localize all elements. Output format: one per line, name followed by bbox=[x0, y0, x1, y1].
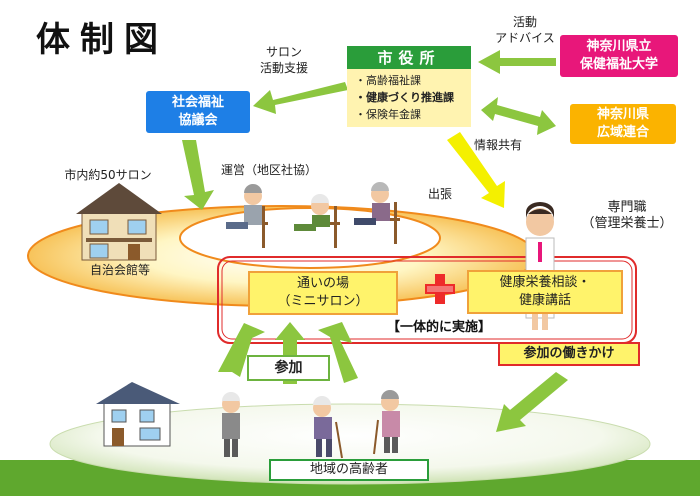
page-title: 体制図 bbox=[36, 20, 168, 60]
seated-elderly-2 bbox=[294, 194, 340, 248]
integration-frame bbox=[217, 256, 637, 344]
arrow-participate-right bbox=[318, 322, 358, 383]
arrow-participate-center bbox=[275, 322, 305, 384]
arrow-outreach bbox=[496, 372, 568, 432]
standing-elderly-2 bbox=[313, 396, 343, 459]
city-hall-header: 市役所 bbox=[347, 46, 471, 69]
label-salon-support: サロン 活動支援 bbox=[259, 45, 308, 75]
plus-icon bbox=[425, 274, 455, 304]
dept-item: ・健康づくり推進課 bbox=[355, 91, 454, 104]
gathering-place-box: 通いの場 （ミニサロン） bbox=[248, 271, 398, 315]
arrow-city-union bbox=[481, 97, 556, 135]
label-community-hall: 自治会館等 bbox=[89, 263, 150, 277]
kanagawa-university-label: 神奈川県立 保健福祉大学 bbox=[579, 39, 658, 72]
label-specialist: 専門職 （管理栄養士） bbox=[581, 200, 673, 231]
label-operation: 運営（地区社協） bbox=[220, 163, 317, 177]
social-welfare-council-box: 社会福祉 協議会 bbox=[146, 91, 250, 133]
seated-elderly-1 bbox=[226, 184, 268, 248]
chair-ellipse bbox=[179, 207, 441, 269]
dept-item: ・高齢福祉課 bbox=[355, 74, 421, 87]
arrow-shakyo-to-salon bbox=[182, 140, 214, 210]
dept-item: ・保険年金課 bbox=[355, 108, 421, 121]
kanagawa-union-label: 神奈川県 広域連合 bbox=[596, 107, 649, 140]
label-salon-count: 市内約50サロン bbox=[64, 168, 152, 182]
label-activity-advice: 活動 アドバイス bbox=[495, 15, 555, 45]
local-elderly-box: 地域の高齢者 bbox=[269, 459, 429, 481]
health-consultation-label: 健康栄養相談・ 健康講話 bbox=[499, 275, 591, 308]
arrow-city-to-specialist bbox=[447, 132, 505, 208]
house-icon bbox=[96, 382, 180, 447]
arrow-univ-to-city bbox=[478, 50, 556, 74]
outreach-box: 参加の働きかけ bbox=[498, 342, 640, 366]
kanagawa-university-box: 神奈川県立 保健福祉大学 bbox=[560, 35, 678, 77]
standing-elderly-1 bbox=[222, 392, 240, 457]
integrated-implementation-label: 【一体的に実施】 bbox=[386, 320, 491, 335]
label-dispatch: 出張 bbox=[427, 187, 452, 201]
standing-elderly-3 bbox=[373, 390, 400, 455]
arrow-participate-left bbox=[218, 323, 265, 377]
arrow-city-to-shakyo bbox=[253, 82, 348, 114]
health-consultation-box: 健康栄養相談・ 健康講話 bbox=[467, 270, 623, 314]
label-info-share: 情報共有 bbox=[473, 138, 522, 152]
city-hall-departments: ・高齢福祉課 ・健康づくり推進課 ・保険年金課 bbox=[347, 69, 471, 127]
kanagawa-union-box: 神奈川県 広域連合 bbox=[570, 104, 676, 144]
gathering-place-label: 通いの場 （ミニサロン） bbox=[277, 276, 369, 309]
participation-box: 参加 bbox=[247, 355, 330, 381]
social-welfare-council-label: 社会福祉 協議会 bbox=[171, 95, 224, 128]
community-hall-icon bbox=[76, 183, 162, 261]
seated-elderly-3 bbox=[354, 182, 400, 244]
